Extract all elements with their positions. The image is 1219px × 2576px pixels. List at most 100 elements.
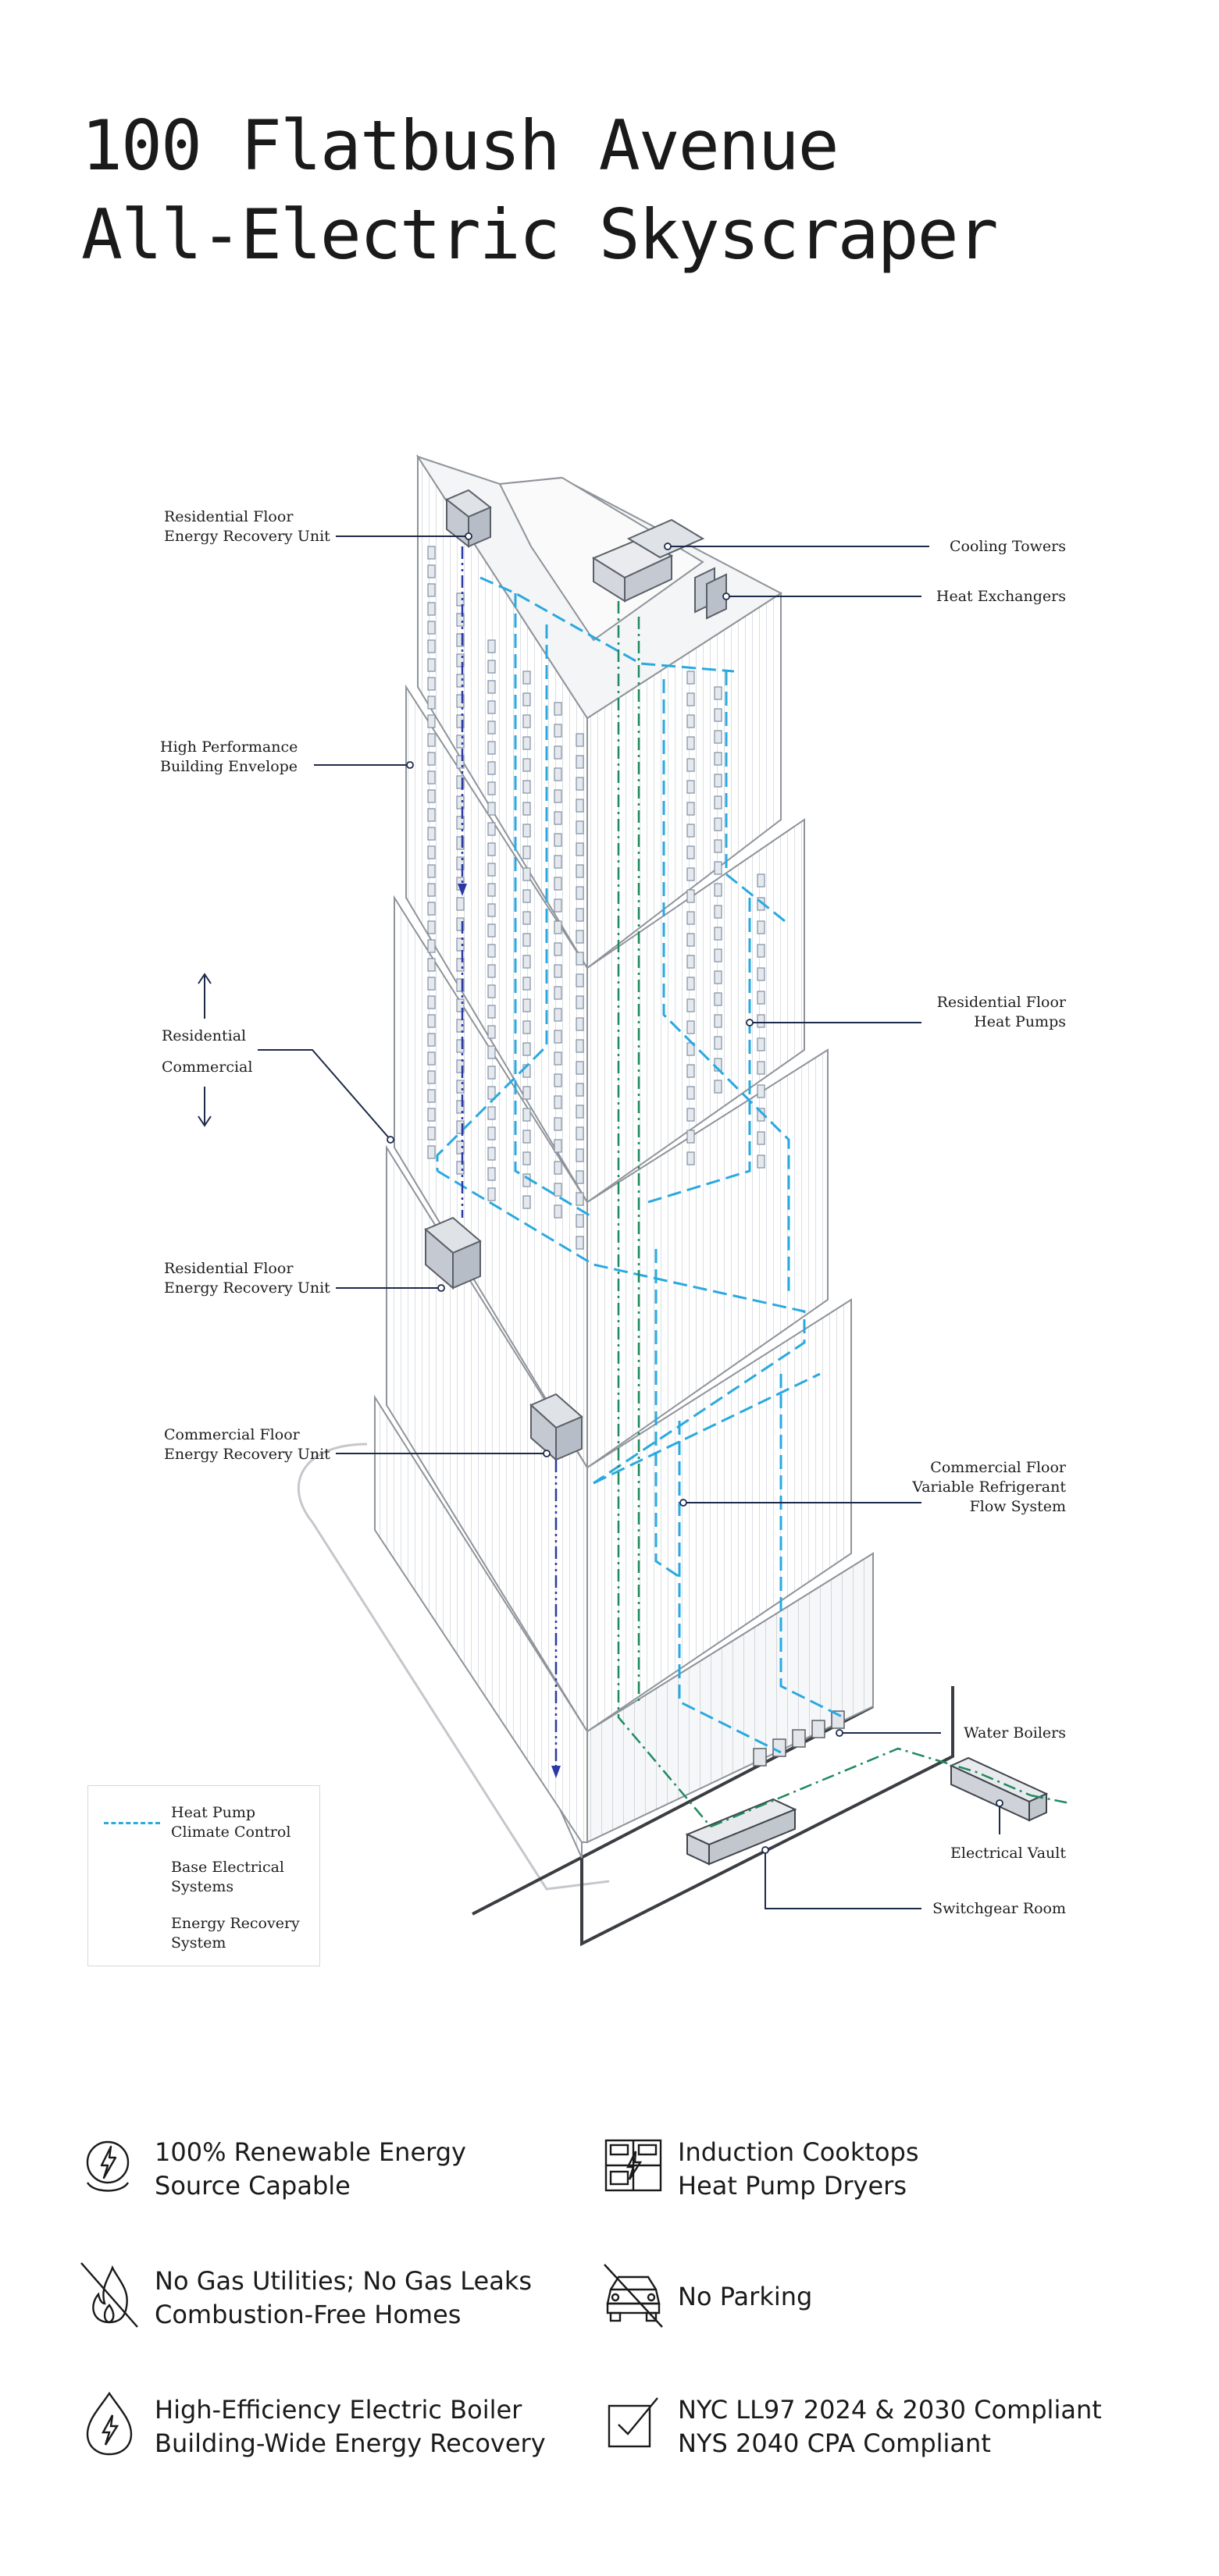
legend: Heat Pump Climate Control Base Electrica… [87, 1785, 320, 1966]
heat-pump-unit [427, 958, 436, 972]
heat-pump-unit [487, 883, 496, 897]
heat-pump-unit [522, 1195, 531, 1209]
heat-pump-unit [456, 613, 465, 627]
heat-pump-unit [427, 677, 436, 691]
heat-pump-unit [686, 780, 695, 794]
heat-pump-unit [456, 674, 465, 688]
heat-pump-unit [576, 1105, 584, 1119]
heat-pump-unit [714, 795, 722, 809]
heat-pump-unit [487, 903, 496, 917]
heat-pump-unit [576, 930, 584, 944]
heat-pump-unit [427, 696, 436, 710]
heat-pump-unit [686, 802, 695, 816]
heat-pump-unit [487, 741, 496, 755]
heat-pump-unit [554, 855, 562, 869]
renewable-energy-icon [86, 2140, 130, 2192]
heat-pump-unit [487, 944, 496, 958]
heat-pump-unit [576, 1126, 584, 1140]
heat-pump-unit [487, 781, 496, 795]
heat-pump-unit [487, 1106, 496, 1120]
heat-pump-unit [686, 736, 695, 750]
heat-pump-unit [456, 978, 465, 992]
heat-pump-unit [456, 714, 465, 728]
heat-pump-unit [522, 824, 531, 838]
heat-pump-unit [576, 1083, 584, 1097]
label-com-erv: Commercial Floor Energy Recovery Unit [164, 1426, 330, 1463]
heat-pump-unit [522, 758, 531, 772]
heat-pump-unit [757, 1014, 765, 1028]
heat-pump-unit [427, 564, 436, 578]
heat-pump-unit [487, 1005, 496, 1019]
heat-pump-unit [427, 1070, 436, 1084]
heat-pump-unit [522, 802, 531, 816]
feature-induction: Induction Cooktops Heat Pump Dryers [601, 2131, 1148, 2217]
heat-pump-unit [554, 811, 562, 825]
heat-pump-unit [522, 671, 531, 685]
heat-pump-unit [427, 658, 436, 672]
label-res-erv-mid: Residential Floor Energy Recovery Unit [164, 1260, 330, 1297]
heat-pump-unit [714, 948, 722, 962]
heat-pump-unit [522, 998, 531, 1012]
ground-equipment [685, 1756, 1049, 1866]
heat-pump-unit [427, 752, 436, 766]
label-res-heat-pumps: Residential Floor Heat Pumps [936, 994, 1066, 1030]
heat-pump-unit [757, 1084, 765, 1098]
heat-pump-unit [427, 602, 436, 616]
heat-pump-unit [456, 1019, 465, 1033]
feature-renewable: 100% Renewable Energy Source Capable [78, 2131, 586, 2217]
heat-pump-unit [456, 775, 465, 789]
heat-pump-unit [522, 1108, 531, 1122]
heat-pump-unit [714, 992, 722, 1006]
heat-pump-unit [576, 864, 584, 878]
compliance-checkbox-icon [608, 2397, 658, 2448]
heat-pump-unit [456, 633, 465, 647]
base-electrical-lines [617, 601, 1071, 1828]
induction-cooktop-icon [604, 2139, 662, 2192]
label-electrical-vault: Electrical Vault [950, 1845, 1066, 1862]
heat-pump-unit [554, 767, 562, 781]
heat-pump-unit [487, 964, 496, 978]
heat-pump-unit [522, 867, 531, 881]
heat-pump-unit [522, 1042, 531, 1056]
heat-pump-unit [757, 991, 765, 1005]
heat-pump-unit [686, 889, 695, 903]
heat-pump-unit [427, 1145, 436, 1159]
label-vrf-system: Commercial Floor Variable Refrigerant Fl… [912, 1459, 1066, 1515]
heat-pump-unit [686, 955, 695, 969]
heat-pump-unit [686, 867, 695, 881]
heat-pump-unit [522, 780, 531, 794]
heat-pump-unit [576, 842, 584, 856]
heat-pump-unit [554, 1008, 562, 1022]
heat-pump-unit [427, 864, 436, 878]
heat-pump-unit [576, 952, 584, 966]
heat-pump-unit [554, 1095, 562, 1109]
heat-pump-unit [686, 998, 695, 1012]
heat-pump-unit [757, 1037, 765, 1051]
heat-pump-unit [427, 920, 436, 934]
heat-pump-unit [427, 1014, 436, 1028]
heat-pump-unit [686, 758, 695, 772]
heat-pump-unit [576, 886, 584, 900]
heat-pump-unit [522, 977, 531, 991]
heat-pump-unit [714, 883, 722, 897]
heat-pump-unit [554, 1030, 562, 1044]
heat-pump-unit [554, 702, 562, 716]
heat-pump-unit [714, 774, 722, 788]
heat-pump-unit [686, 1130, 695, 1144]
heat-pump-unit [427, 714, 436, 728]
heat-pump-unit [686, 845, 695, 859]
heat-pump-unit [456, 917, 465, 931]
heat-pump-unit [576, 1017, 584, 1031]
heat-pump-unit [427, 1089, 436, 1103]
heat-pump-unit [427, 546, 436, 560]
heat-pump-unit [714, 752, 722, 766]
heat-pump-unit [554, 1117, 562, 1131]
heat-pump-unit [686, 692, 695, 706]
label-switchgear-room: Switchgear Room [932, 1900, 1066, 1917]
heat-pump-unit [487, 1187, 496, 1201]
heat-pump-unit [576, 799, 584, 813]
heat-pump-unit [686, 933, 695, 947]
heat-pump-unit [686, 911, 695, 925]
label-zone-residential: Residential [162, 1027, 247, 1044]
heat-pump-unit [456, 1080, 465, 1094]
